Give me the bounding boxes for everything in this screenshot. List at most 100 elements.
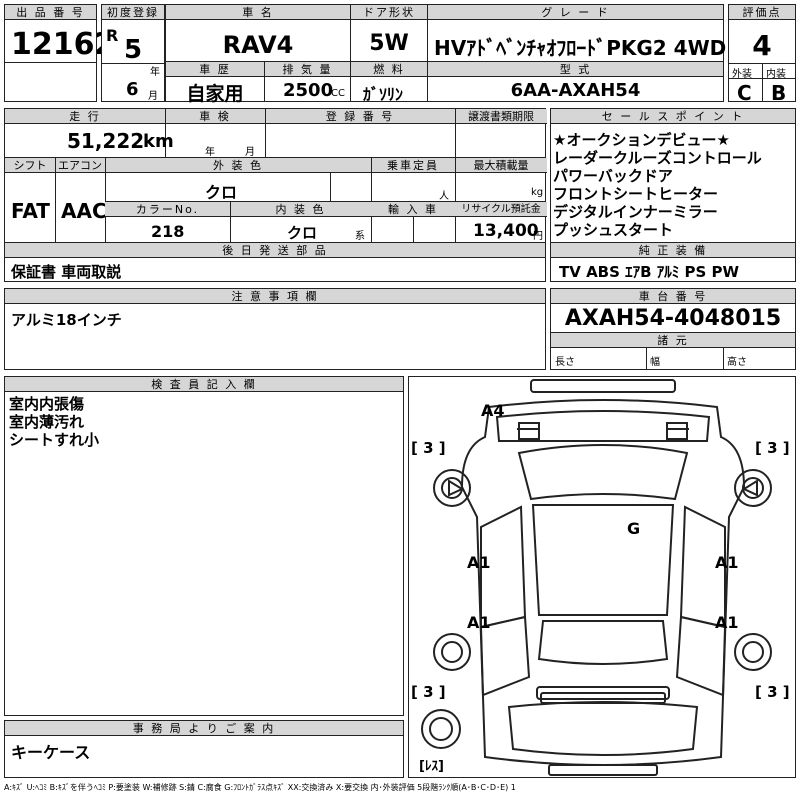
transfer-label: 譲渡書類期限 (455, 109, 547, 124)
damage-front-bumper: A4 (481, 401, 505, 420)
shift-label: シフト (5, 158, 55, 173)
inspector-box: 検 査 員 記 入 欄 室内内張傷室内薄汚れシートすれ小 (4, 376, 404, 716)
lot-number: 12162 (11, 27, 116, 62)
door-type: 5W (369, 31, 409, 56)
car-name: RAV4 (222, 31, 294, 59)
car-name-box: 車 名 RAV4 (165, 4, 351, 62)
exterior-label: 外装 (732, 69, 752, 80)
chassis-box: 車 台 番 号 AXAH54-4048015 諸 元 長さ 幅 高さ (550, 288, 796, 370)
width-label: 幅 (650, 357, 660, 368)
recycle-fee: 13,400 (473, 221, 539, 241)
lot-label: 出 品 番 号 (5, 5, 96, 20)
color-label: 外 装 色 (105, 158, 371, 173)
notes-text: アルミ18インチ (11, 311, 122, 329)
era: R (106, 26, 119, 45)
first-registration-box: 初度登録 R 5 年 6 月 (101, 4, 165, 102)
model-label: 型 式 (428, 62, 723, 77)
displacement: 2500 (283, 80, 334, 101)
spec-label: 諸 元 (551, 333, 795, 348)
color-number: 218 (151, 222, 185, 241)
rear-right-wheel-icon (734, 633, 772, 671)
fuel-label: 燃 料 (351, 62, 427, 77)
door-label: ドア形状 (351, 5, 427, 20)
spare-tire-label: [ﾚｽ] (419, 759, 444, 774)
car-name-label: 車 名 (166, 5, 350, 20)
history-label: 車 歴 (166, 62, 264, 77)
mileage: 51,222 (67, 129, 145, 153)
year-unit: 年 (150, 67, 160, 78)
fuel-box: 燃 料 ｶﾞｿﾘﾝ (350, 61, 428, 104)
length-label: 長さ (555, 357, 575, 368)
model-code: 6AA-AXAH54 (510, 80, 641, 101)
office-label: 事 務 局 よ り ご 案 内 (5, 721, 403, 736)
tire-rear-right: [ 3 ] (755, 683, 790, 701)
inspector-note: シートすれ小 (9, 431, 100, 449)
damage-right-rear-door: A1 (715, 613, 739, 632)
score-label: 評価点 (729, 5, 795, 20)
capacity-label: 乗車定員 (371, 158, 455, 173)
persons-unit: 人 (439, 191, 449, 202)
height-label: 高さ (727, 357, 747, 368)
office-box: 事 務 局 よ り ご 案 内 キーケース (4, 720, 404, 778)
sales-point: ★オークションデビュー★ (553, 131, 730, 149)
chassis-number: AXAH54-4048015 (564, 306, 782, 331)
inspection-year-unit: 年 (205, 147, 215, 158)
notes-box: 注 意 事 項 欄 アルミ18インチ (4, 288, 546, 370)
inspector-note: 室内内張傷 (9, 395, 85, 413)
lot-box: 出 品 番 号 12162 (4, 4, 115, 102)
grade: HVｱﾄﾞﾍﾞﾝﾁｬｵﾌﾛｰﾄﾞPKG2 4WD (434, 36, 727, 60)
history: 自家用 (186, 83, 244, 105)
equipment-label: 純 正 装 備 (551, 243, 795, 258)
tire-front-right: [ 3 ] (755, 439, 790, 457)
yen-unit: 円 (533, 231, 543, 242)
history-box: 車 歴 自家用 (165, 61, 265, 105)
load-label: 最大積載量 (455, 158, 547, 173)
damage-left-rear-door: A1 (467, 613, 491, 632)
score: 4 (752, 29, 772, 62)
sales-point: デジタルインナーミラー (553, 203, 718, 221)
sales-points-box: セ ー ル ス ポ イ ン ト ★オークションデビュー★レーダークルーズコントロ… (550, 108, 796, 282)
inspection-label: 車 検 (165, 109, 265, 124)
front-right-wheel-icon (734, 469, 772, 507)
kg-unit: kg (531, 187, 544, 198)
plate-label: 登 録 番 号 (265, 109, 455, 124)
sales-point: レーダークルーズコントロール (553, 149, 762, 167)
fuel: ｶﾞｿﾘﾝ (363, 85, 404, 104)
interior-label: 内装 (766, 69, 786, 80)
displacement-box: 排 気 量 2500 CC (264, 61, 351, 102)
damage-right-front-door: A1 (715, 553, 739, 572)
km-unit: km (143, 131, 174, 152)
shift: FAT (11, 199, 50, 223)
damage-left-front-door: A1 (467, 553, 491, 572)
reg-month: 6 (126, 79, 139, 100)
import-label: 輸 入 車 (371, 202, 455, 217)
spare-tire-icon (421, 709, 461, 749)
office-text: キーケース (11, 743, 91, 762)
equipment: TV ABS ｴｱB ｱﾙﾐ PS PW (559, 263, 740, 281)
kei-suffix: 系 (355, 231, 365, 242)
inspection-month-unit: 月 (245, 147, 255, 158)
inspector-notes: 室内内張傷室内薄汚れシートすれ小 (9, 395, 99, 449)
displacement-label: 排 気 量 (265, 62, 350, 77)
sales-points-label: セ ー ル ス ポ イ ン ト (551, 109, 795, 124)
inspector-note: 室内薄汚れ (9, 413, 85, 431)
legend: A:ｷｽﾞ U:ﾍｺﾐ B:ｷｽﾞを伴うﾍｺﾐ P:要塗装 W:補修跡 S:錆 … (4, 783, 516, 792)
exterior-grade: C (737, 81, 752, 105)
score-box: 評価点 4 外装 内装 C B (728, 4, 796, 105)
sales-point: フロントシートヒーター (553, 185, 719, 203)
grade-box: グ レ ー ド HVｱﾄﾞﾍﾞﾝﾁｬｵﾌﾛｰﾄﾞPKG2 4WD (427, 4, 727, 62)
sales-point: パワーバックドア (553, 167, 673, 185)
tire-rear-left: [ 3 ] (411, 683, 446, 701)
interior-color: クロ (287, 224, 318, 242)
spec-block: 走 行 車 検 登 録 番 号 譲渡書類期限 51,222 km 年 月 シフト… (4, 108, 547, 282)
later-parts-label: 後 日 発 送 部 品 (5, 243, 545, 258)
sales-points-list: ★オークションデビュー★レーダークルーズコントロールパワーバックドアフロントシー… (553, 131, 762, 239)
color-no-label: カラーNo. (105, 202, 230, 217)
notes-label: 注 意 事 項 欄 (5, 289, 545, 304)
door-box: ドア形状 5W (350, 4, 428, 62)
later-parts: 保証書 車両取説 (11, 263, 122, 281)
first-reg-label: 初度登録 (102, 5, 164, 20)
int-color-label: 内 装 色 (230, 202, 371, 217)
model-box: 型 式 6AA-AXAH54 (427, 61, 724, 102)
recycle-label: リサイクル預託金 (455, 202, 547, 217)
